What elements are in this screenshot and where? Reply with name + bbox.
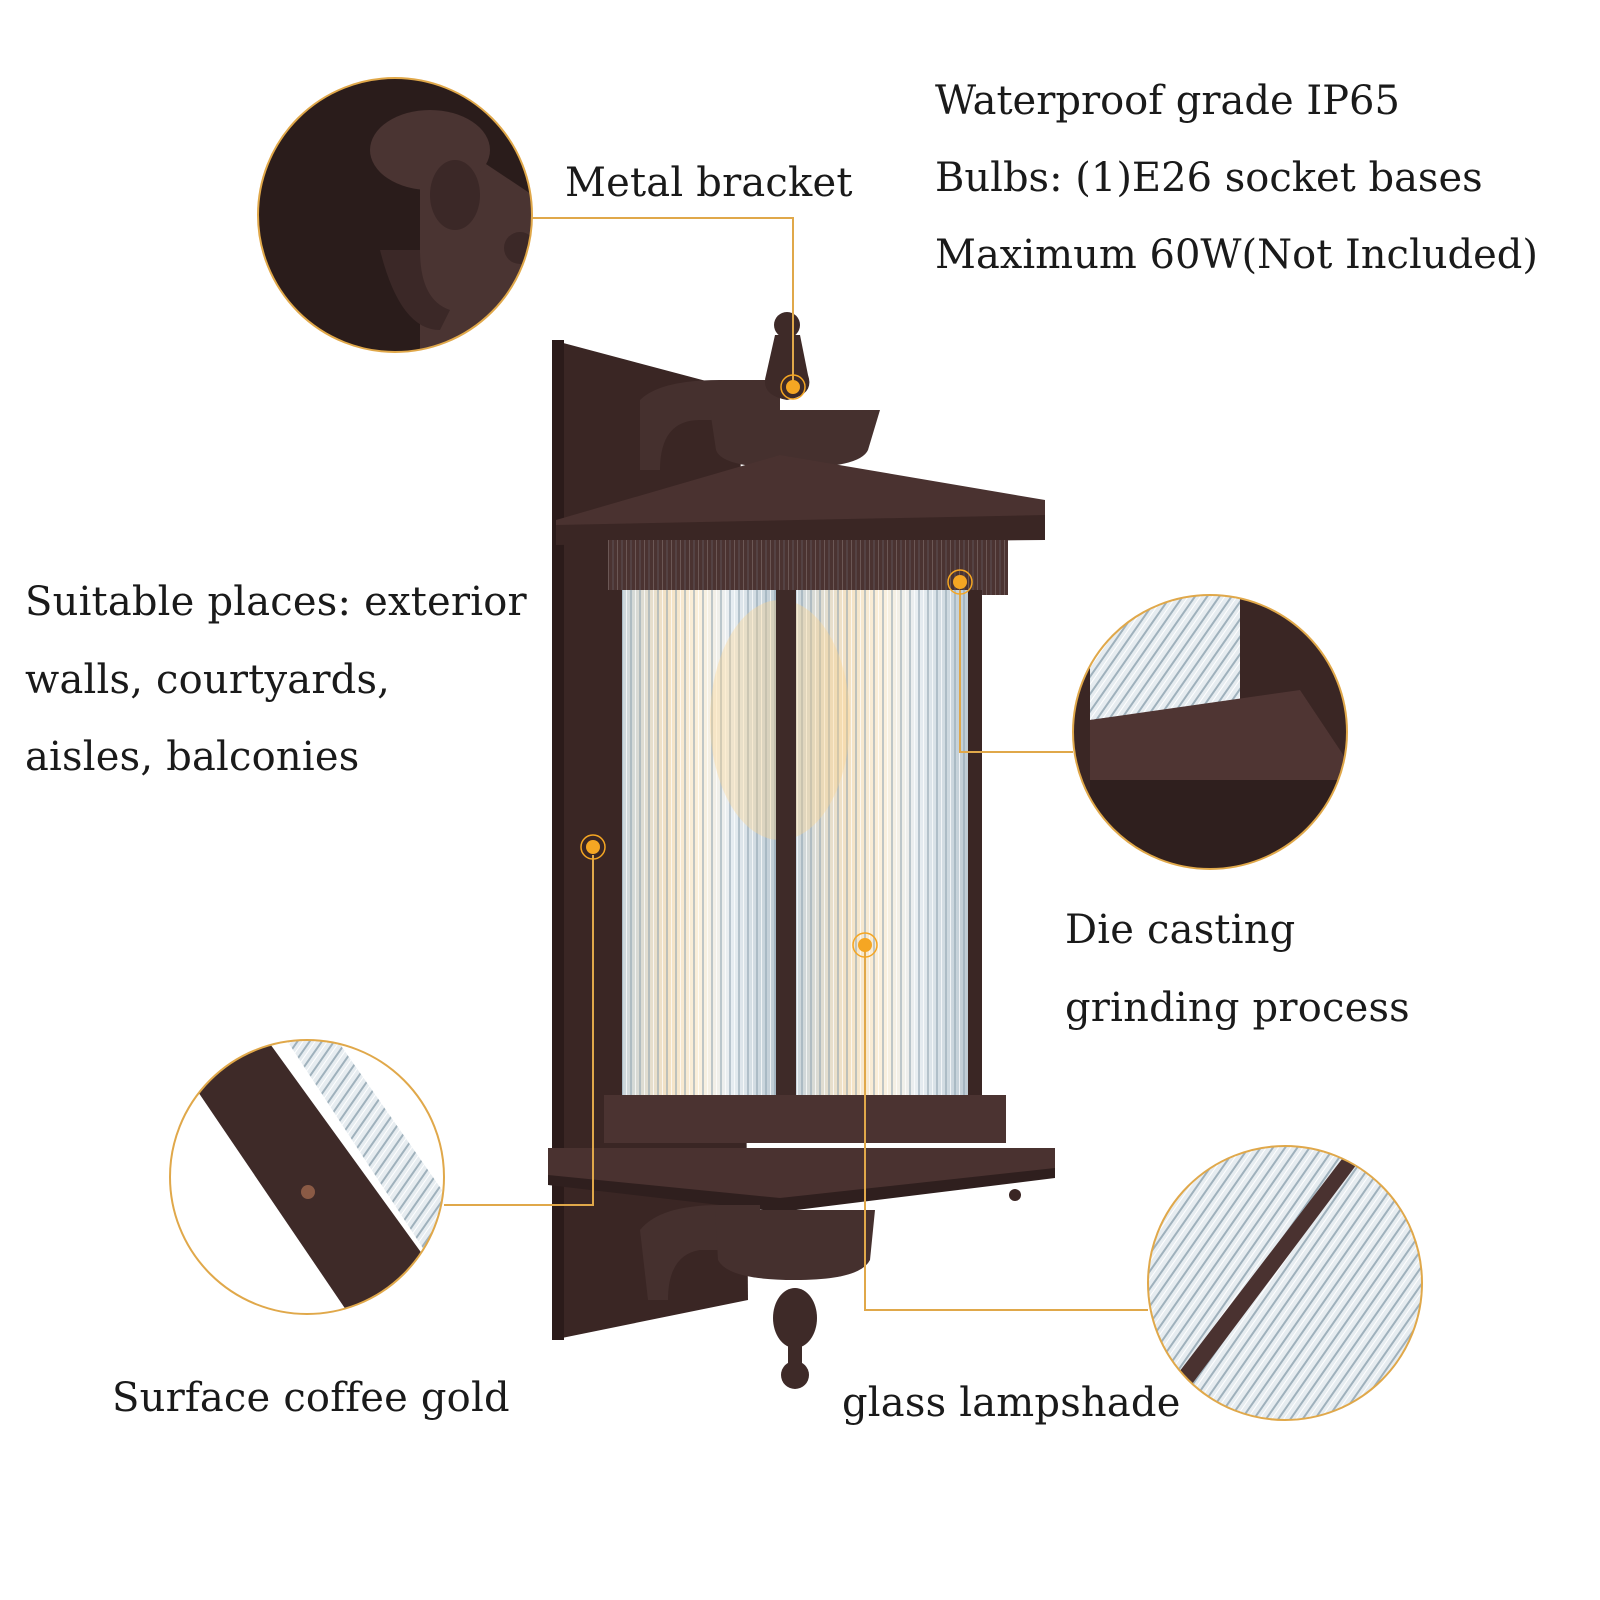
- label-surface: Surface coffee gold: [112, 1375, 510, 1421]
- label-suitable-places-1: Suitable places: exterior: [25, 579, 527, 625]
- label-metal-bracket: Metal bracket: [565, 160, 853, 206]
- spec-bulbs: Bulbs: (1)E26 socket bases: [935, 155, 1483, 201]
- label-suitable-places-3: aisles, balconies: [25, 734, 360, 780]
- callout-dots: [580, 374, 973, 958]
- label-die-casting-2: grinding process: [1065, 985, 1410, 1031]
- label-suitable-places-2: walls, courtyards,: [25, 657, 391, 703]
- wall-lamp: [548, 312, 1055, 1389]
- detail-circle-surface: [169, 1039, 445, 1315]
- spec-waterproof: Waterproof grade IP65: [935, 78, 1400, 124]
- detail-circle-glass: [1147, 1145, 1423, 1421]
- label-glass-lampshade: glass lampshade: [842, 1380, 1181, 1426]
- detail-circle-die-casting: [1072, 594, 1348, 870]
- detail-circle-bracket: [257, 77, 533, 353]
- label-die-casting-1: Die casting: [1065, 907, 1296, 953]
- leader-lines: [444, 217, 1148, 1311]
- spec-wattage: Maximum 60W(Not Included): [935, 232, 1538, 278]
